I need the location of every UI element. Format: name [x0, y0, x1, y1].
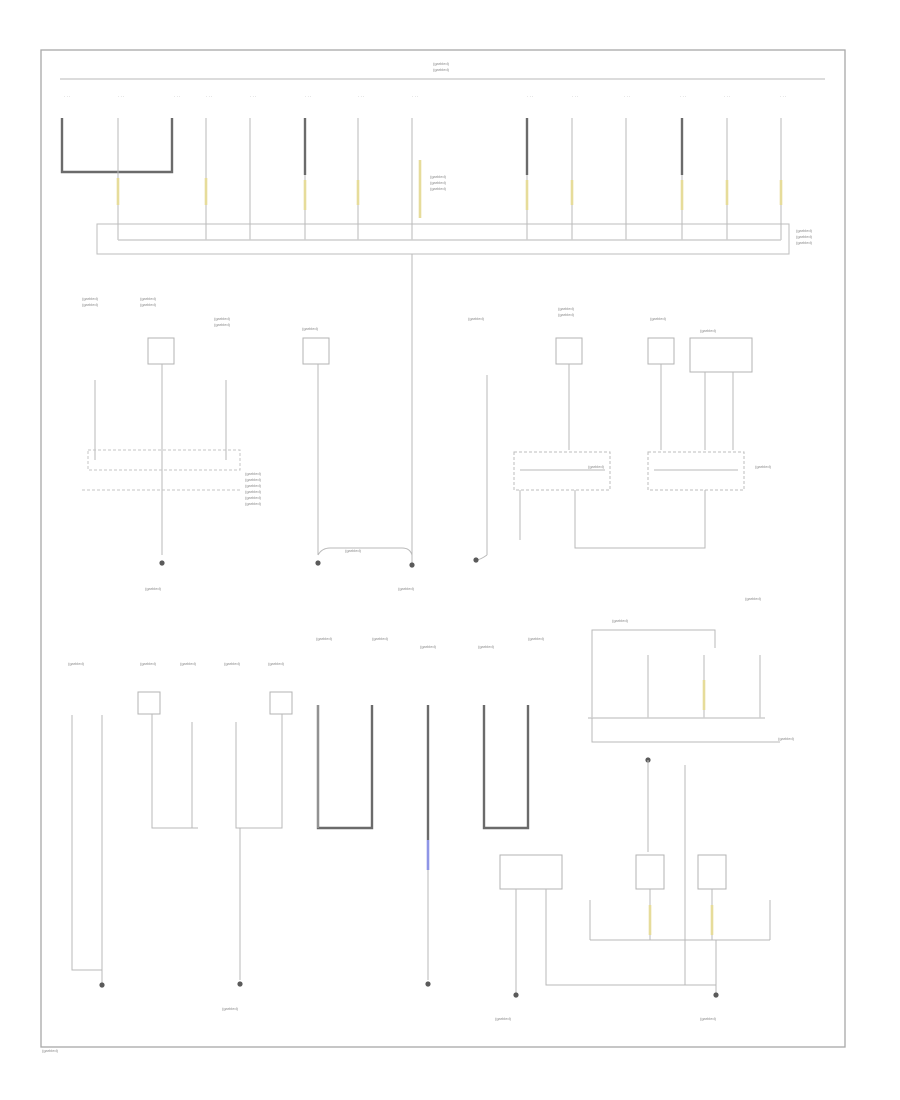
svg-text:(garbled): (garbled): [214, 322, 231, 327]
svg-text:· · ·: · · ·: [780, 94, 786, 99]
header-title-1: (garbled): [433, 61, 450, 66]
svg-text:· · ·: · · ·: [174, 94, 180, 99]
svg-text:(garbled): (garbled): [700, 1016, 717, 1021]
svg-text:(garbled): (garbled): [588, 464, 605, 469]
svg-text:(garbled): (garbled): [82, 296, 99, 301]
svg-text:(garbled): (garbled): [430, 174, 447, 179]
top-pin-labels: · · · · · · · · · · · · · · · · · · · · …: [64, 94, 786, 99]
svg-text:(garbled): (garbled): [140, 302, 157, 307]
svg-text:(garbled): (garbled): [245, 483, 262, 488]
svg-text:(garbled): (garbled): [245, 495, 262, 500]
svg-text:(garbled): (garbled): [796, 228, 813, 233]
svg-text:(garbled): (garbled): [528, 636, 545, 641]
svg-text:(garbled): (garbled): [316, 636, 333, 641]
svg-text:(garbled): (garbled): [245, 477, 262, 482]
svg-text:· · ·: · · ·: [206, 94, 212, 99]
bottom-left-section: (garbled) (garbled) (garbled) (garbled) …: [68, 636, 545, 1011]
bottom-right-section: (garbled) (garbled) (garbled) (garbled) …: [495, 596, 795, 1021]
svg-text:(garbled): (garbled): [755, 464, 772, 469]
svg-text:· · ·: · · ·: [724, 94, 730, 99]
svg-text:(garbled): (garbled): [796, 240, 813, 245]
svg-text:· · ·: · · ·: [64, 94, 70, 99]
svg-text:(garbled): (garbled): [745, 596, 762, 601]
svg-text:(garbled): (garbled): [372, 636, 389, 641]
svg-text:(garbled): (garbled): [180, 661, 197, 666]
svg-text:· · ·: · · ·: [572, 94, 578, 99]
svg-text:· · ·: · · ·: [412, 94, 418, 99]
svg-text:(garbled): (garbled): [612, 618, 629, 623]
svg-text:(garbled): (garbled): [145, 586, 162, 591]
header-title-2: (garbled): [433, 67, 450, 72]
svg-text:(garbled): (garbled): [468, 316, 485, 321]
svg-text:(garbled): (garbled): [420, 644, 437, 649]
header: (garbled) (garbled): [60, 61, 825, 80]
top-splice-box: (garbled) (garbled) (garbled) (garbled) …: [96, 174, 813, 255]
svg-text:· · ·: · · ·: [680, 94, 686, 99]
svg-text:(garbled): (garbled): [796, 234, 813, 239]
svg-text:(garbled): (garbled): [430, 186, 447, 191]
footer-code: (garbled): [42, 1048, 59, 1053]
svg-text:(garbled): (garbled): [345, 548, 362, 553]
svg-text:· · ·: · · ·: [527, 94, 533, 99]
svg-text:(garbled): (garbled): [140, 661, 157, 666]
mid-grounds: (garbled) (garbled): [145, 557, 479, 591]
mid-right-section: (garbled) (garbled) (garbled) (garbled) …: [468, 306, 772, 561]
svg-text:(garbled): (garbled): [495, 1016, 512, 1021]
svg-text:(garbled): (garbled): [214, 316, 231, 321]
mid-left-section: (garbled) (garbled) (garbled) (garbled) …: [82, 296, 413, 556]
top-wires: [60, 118, 783, 240]
svg-text:(garbled): (garbled): [245, 489, 262, 494]
svg-text:· · ·: · · ·: [250, 94, 256, 99]
svg-text:(garbled): (garbled): [430, 180, 447, 185]
svg-text:(garbled): (garbled): [558, 306, 575, 311]
svg-text:· · ·: · · ·: [305, 94, 311, 99]
svg-text:(garbled): (garbled): [268, 661, 285, 666]
svg-text:(garbled): (garbled): [245, 471, 262, 476]
svg-text:(garbled): (garbled): [700, 328, 717, 333]
svg-text:· · ·: · · ·: [624, 94, 630, 99]
svg-text:(garbled): (garbled): [398, 586, 415, 591]
svg-text:(garbled): (garbled): [650, 316, 667, 321]
svg-text:(garbled): (garbled): [478, 644, 495, 649]
svg-text:(garbled): (garbled): [245, 501, 262, 506]
svg-text:· · ·: · · ·: [118, 94, 124, 99]
svg-text:(garbled): (garbled): [224, 661, 241, 666]
diagram-frame: [40, 49, 846, 1048]
svg-text:(garbled): (garbled): [82, 302, 99, 307]
svg-text:(garbled): (garbled): [558, 312, 575, 317]
svg-text:(garbled): (garbled): [302, 326, 319, 331]
svg-text:(garbled): (garbled): [140, 296, 157, 301]
svg-text:(garbled): (garbled): [222, 1006, 239, 1011]
svg-text:· · ·: · · ·: [358, 94, 364, 99]
svg-text:(garbled): (garbled): [778, 736, 795, 741]
svg-text:(garbled): (garbled): [68, 661, 85, 666]
